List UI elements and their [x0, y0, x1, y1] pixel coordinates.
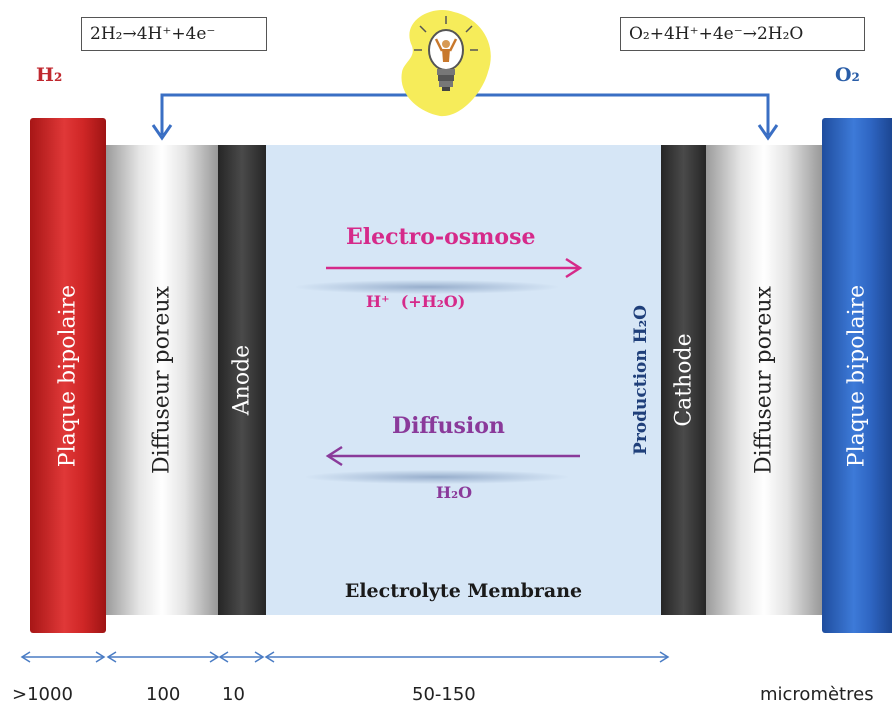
unit-label: micromètres	[760, 684, 874, 705]
cathode-reaction-text: O₂+4H⁺+4e⁻→2H₂O	[629, 24, 804, 44]
diffusion-arrowhead	[325, 445, 343, 467]
water-flow-shadow	[306, 470, 568, 484]
electro-osmose-label: Electro-osmose	[346, 224, 536, 250]
right-bipolar-plate: Plaque bipolaire	[822, 118, 892, 633]
proton-flow-shadow	[296, 280, 558, 294]
anode-layer: Anode	[218, 145, 266, 615]
membrane-label: Electrolyte Membrane	[344, 580, 583, 602]
circuit-arrow-left	[151, 124, 173, 141]
electrolyte-membrane	[266, 145, 661, 615]
electrode-thickness: 10	[222, 684, 245, 705]
cathode-reaction-box: O₂+4H⁺+4e⁻→2H₂O	[620, 17, 865, 51]
diffusion-label: Diffusion	[392, 413, 505, 439]
plate-thickness: >1000	[12, 684, 73, 705]
left-bipolar-plate: Plaque bipolaire	[30, 118, 106, 633]
left-porous-diffuser: Diffuseur poreux	[106, 145, 218, 615]
diffuser-thickness: 100	[146, 684, 181, 705]
cathode-layer: Cathode	[661, 145, 706, 615]
light-bulb-icon	[401, 10, 491, 117]
right-porous-diffuser: Diffuseur poreux	[706, 145, 822, 615]
o2-label: O₂	[835, 64, 860, 86]
circuit-arrow-right	[757, 124, 779, 141]
water-label: H₂O	[436, 483, 473, 502]
electro-osmose-arrowhead	[565, 257, 583, 279]
anode-reaction-text: 2H₂→4H⁺+4e⁻	[90, 24, 216, 44]
h2-label: H₂	[36, 64, 63, 86]
membrane-thickness: 50-150	[412, 684, 476, 705]
anode-reaction-box: 2H₂→4H⁺+4e⁻	[81, 17, 267, 51]
proton-water-label: H⁺ (+H₂O)	[366, 292, 466, 311]
